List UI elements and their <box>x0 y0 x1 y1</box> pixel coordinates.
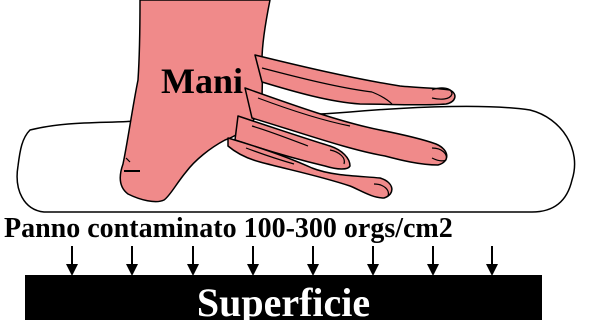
arrow-3 <box>187 246 199 276</box>
arrow-7 <box>427 246 439 276</box>
arrow-4 <box>247 246 259 276</box>
transfer-arrows <box>66 246 498 276</box>
cloth-label: Panno contaminato 100-300 orgs/cm2 <box>4 215 453 243</box>
hand-label: Mani <box>161 63 243 99</box>
arrow-8 <box>486 246 498 276</box>
surface-bar: Superficie <box>25 275 542 320</box>
arrow-5 <box>307 246 319 276</box>
arrow-2 <box>126 246 138 276</box>
arrow-6 <box>367 246 379 276</box>
surface-label: Superficie <box>25 283 542 320</box>
arrow-1 <box>66 246 78 276</box>
